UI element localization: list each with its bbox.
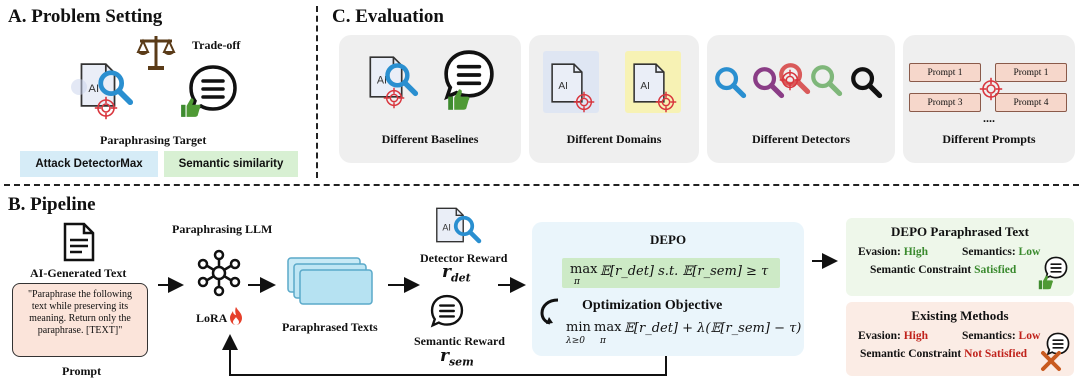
arrow-icon [812, 253, 838, 269]
paraphrasing-target-label: Paraphrasing Target [100, 133, 207, 147]
prompt-template-box: "Paraphrase the following text while pre… [12, 283, 148, 357]
prompts-ellipsis: .... [983, 111, 995, 125]
eval-card-caption: Different Domains [566, 132, 662, 146]
balance-scale-icon [136, 32, 176, 72]
eval-card-caption: Different Baselines [381, 132, 479, 146]
prompt-box: Prompt 3 [909, 93, 981, 112]
section-c-title: C. Evaluation [332, 6, 444, 27]
depo-formula-max: max [570, 262, 598, 277]
existing-title: Existing Methods [911, 308, 1009, 323]
constraint-label: Semantic Constraint [870, 264, 972, 276]
eval-card-caption: Different Detectors [751, 132, 851, 146]
prompt-caption: Prompt [62, 364, 102, 378]
semantic-reward-sub: sem [448, 355, 474, 369]
semantics-label: Semantics: [962, 246, 1016, 258]
detector-reward-symbol: rdet [442, 262, 471, 284]
semantics-label: Semantics: [962, 330, 1016, 342]
arrow-icon [158, 277, 184, 293]
prompt-box: Prompt 1 [909, 63, 981, 82]
depo-formula-pi: π [574, 277, 580, 287]
existing-methods-box: Existing Methods Evasion: High Semantics… [846, 302, 1074, 376]
arrow-icon [498, 277, 526, 293]
ai-generated-text-label: AI-Generated Text [30, 266, 127, 280]
faint-circle-icon [70, 78, 88, 96]
attack-detector-pill: Attack DetectorMax [20, 151, 158, 177]
existing-constraint: Semantic Constraint Not Satisfied [860, 348, 1027, 360]
section-b-title: B. Pipeline [8, 194, 96, 215]
depo-title: DEPO [649, 232, 687, 247]
constraint-value: Satisfied [974, 264, 1017, 276]
semantic-similarity-pill: Semantic similarity [164, 151, 298, 177]
paraphrasing-llm-label: Paraphrasing LLM [172, 222, 273, 236]
optimization-objective-title: Optimization Objective [582, 298, 723, 313]
opt-formula-pi: π [600, 336, 606, 346]
cycle-arrow-icon [538, 296, 564, 326]
evasion-value: High [903, 246, 928, 258]
depo-panel: DEPO max π 𝔼[r_det] s.t. 𝔼[r_sem] ≥ τ Op… [532, 222, 804, 356]
cross-icon [1040, 350, 1062, 372]
opt-formula-body: 𝔼[r_det] + λ(𝔼[r_sem] − τ) [624, 321, 802, 336]
constraint-label: Semantic Constraint [860, 348, 962, 360]
fire-icon [228, 306, 244, 326]
depo-semantics: Semantics: Low [962, 246, 1040, 258]
eval-card-baselines: Different Baselines [339, 35, 521, 163]
depo-constraint: Semantic Constraint Satisfied [870, 264, 1016, 276]
section-a-title: A. Problem Setting [8, 6, 163, 27]
semantic-reward-r: r [440, 346, 449, 366]
semantic-reward-symbol: rsem [440, 346, 474, 368]
constraint-value: Not Satisfied [964, 348, 1028, 360]
text-document-icon [62, 222, 96, 262]
opt-formula-min: min [566, 320, 591, 335]
paraphrased-texts-label: Paraphrased Texts [282, 320, 378, 334]
opt-formula-lambda: λ≥0 [566, 336, 585, 346]
depo-result-box: DEPO Paraphrased Text Evasion: High Sema… [846, 218, 1074, 296]
neural-network-icon [196, 249, 242, 297]
detector-reward-label: Detector Reward [420, 251, 508, 265]
vertical-divider [316, 6, 318, 178]
eval-card-detectors: Different Detectors [707, 35, 895, 163]
semantics-value: Low [1018, 330, 1041, 342]
depo-result-title: DEPO Paraphrased Text [891, 224, 1029, 239]
depo-formula-body: 𝔼[r_det] s.t. 𝔼[r_sem] ≥ τ [600, 264, 769, 279]
horizontal-divider [4, 184, 1079, 186]
existing-evasion: Evasion: High [858, 330, 928, 342]
evasion-label: Evasion: [858, 246, 901, 258]
evasion-value: High [903, 330, 928, 342]
existing-semantics: Semantics: Low [962, 330, 1040, 342]
lora-label: LoRA [196, 311, 228, 325]
evasion-label: Evasion: [858, 330, 901, 342]
depo-evasion: Evasion: High [858, 246, 928, 258]
eval-card-prompts: Prompt 1 Prompt 1 Prompt 3 Prompt 4 ....… [903, 35, 1075, 163]
eval-card-caption: Different Prompts [942, 132, 1036, 146]
paraphrased-texts-stack-icon [286, 256, 376, 306]
tradeoff-label: Trade-off [192, 38, 241, 52]
detector-reward-r: r [442, 262, 451, 282]
prompt-box: Prompt 1 [995, 63, 1067, 82]
semantics-value: Low [1018, 246, 1041, 258]
eval-card-domains: Different Domains [529, 35, 699, 163]
semantic-reward-label: Semantic Reward [414, 334, 505, 348]
arrow-icon [388, 277, 420, 293]
opt-formula-max: max [594, 320, 622, 335]
depo-formula-box: max π 𝔼[r_det] s.t. 𝔼[r_sem] ≥ τ [562, 258, 780, 288]
detector-reward-sub: det [450, 271, 471, 285]
prompt-box: Prompt 4 [995, 93, 1067, 112]
arrow-icon [248, 277, 276, 293]
